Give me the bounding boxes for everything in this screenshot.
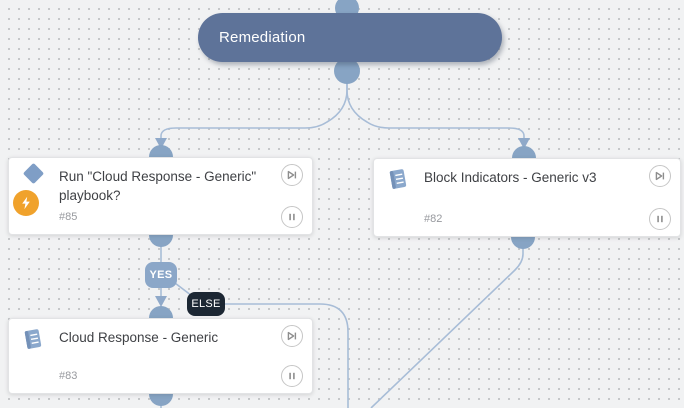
edge-start-to-condition <box>160 82 348 140</box>
connector-node <box>334 58 360 84</box>
edge-block-indicators-down <box>370 248 524 408</box>
task-title: Cloud Response - Generic <box>59 330 219 345</box>
skip-icon[interactable] <box>649 165 671 187</box>
task-card-cloud-response[interactable]: Cloud Response - Generic #83 <box>8 318 313 394</box>
yes-label: YES <box>149 269 173 281</box>
task-id: #85 <box>59 211 78 223</box>
automation-lightning-icon <box>13 190 39 216</box>
task-card-block-indicators[interactable]: Block Indicators - Generic v3 #82 <box>373 158 681 237</box>
task-title: Run "Cloud Response - Generic" playbook? <box>59 169 257 203</box>
pause-icon[interactable] <box>281 206 303 228</box>
task-card-condition[interactable]: Run "Cloud Response - Generic" playbook?… <box>8 157 313 235</box>
skip-icon[interactable] <box>281 325 303 347</box>
pause-icon[interactable] <box>649 208 671 230</box>
edge-else-down <box>224 303 349 408</box>
branch-label-else[interactable]: ELSE <box>187 292 225 316</box>
edge-start-to-block-indicators <box>346 82 525 140</box>
else-label: ELSE <box>191 298 221 310</box>
task-id: #82 <box>424 213 443 225</box>
section-title: Remediation <box>219 29 306 46</box>
pause-icon[interactable] <box>281 365 303 387</box>
branch-label-yes[interactable]: YES <box>145 262 177 288</box>
arrowhead <box>155 138 167 149</box>
playbook-book-icon <box>21 327 45 356</box>
section-node-remediation[interactable]: Remediation <box>198 13 502 62</box>
playbook-book-icon <box>386 167 410 196</box>
task-title: Block Indicators - Generic v3 <box>424 170 597 185</box>
condition-diamond-icon <box>22 162 45 185</box>
task-id: #83 <box>59 370 78 382</box>
arrowhead <box>155 296 167 307</box>
arrowhead <box>518 138 530 149</box>
skip-icon[interactable] <box>281 164 303 186</box>
